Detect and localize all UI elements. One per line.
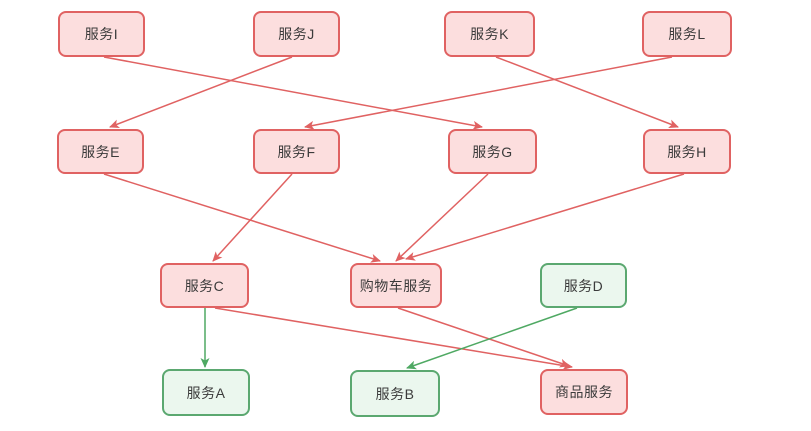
- edge-j-to-e: [109, 56, 293, 128]
- edge-f-to-c: [212, 173, 293, 262]
- edge-d-to-b: [406, 307, 578, 370]
- node-d: 服务D: [540, 263, 627, 308]
- node-label-a: 服务A: [186, 384, 226, 401]
- node-goods: 商品服务: [540, 369, 628, 415]
- node-label-l: 服务L: [668, 26, 706, 42]
- node-label-b: 服务B: [375, 385, 415, 402]
- node-j: 服务J: [253, 11, 340, 57]
- node-label-k: 服务K: [470, 26, 509, 42]
- edge-g-to-cart: [395, 173, 489, 262]
- node-l: 服务L: [642, 11, 732, 57]
- node-label-h: 服务H: [667, 143, 707, 160]
- node-label-f: 服务F: [277, 143, 316, 160]
- node-k: 服务K: [444, 11, 535, 57]
- edge-l-to-f: [304, 56, 673, 130]
- node-b: 服务B: [350, 370, 440, 417]
- edge-k-to-h: [495, 56, 679, 128]
- node-label-c: 服务C: [184, 277, 225, 294]
- node-i: 服务I: [58, 11, 145, 57]
- node-c: 服务C: [160, 263, 249, 308]
- edge-i-to-g: [103, 56, 483, 130]
- node-label-j: 服务J: [278, 26, 315, 42]
- edge-h-to-cart: [405, 173, 685, 261]
- node-g: 服务G: [448, 129, 537, 174]
- edge-c-to-goods: [214, 307, 573, 370]
- node-label-cart: 购物车服务: [359, 277, 433, 294]
- edge-cart-to-goods: [397, 307, 570, 368]
- node-f: 服务F: [253, 129, 340, 174]
- node-label-goods: 商品服务: [555, 384, 613, 400]
- node-label-d: 服务D: [563, 277, 604, 294]
- node-a: 服务A: [162, 369, 250, 416]
- node-label-e: 服务E: [81, 143, 120, 160]
- node-h: 服务H: [643, 129, 731, 174]
- node-label-i: 服务I: [84, 26, 119, 42]
- node-e: 服务E: [57, 129, 144, 174]
- node-label-g: 服务G: [472, 143, 513, 160]
- node-cart: 购物车服务: [350, 263, 442, 308]
- edge-e-to-cart: [103, 173, 381, 263]
